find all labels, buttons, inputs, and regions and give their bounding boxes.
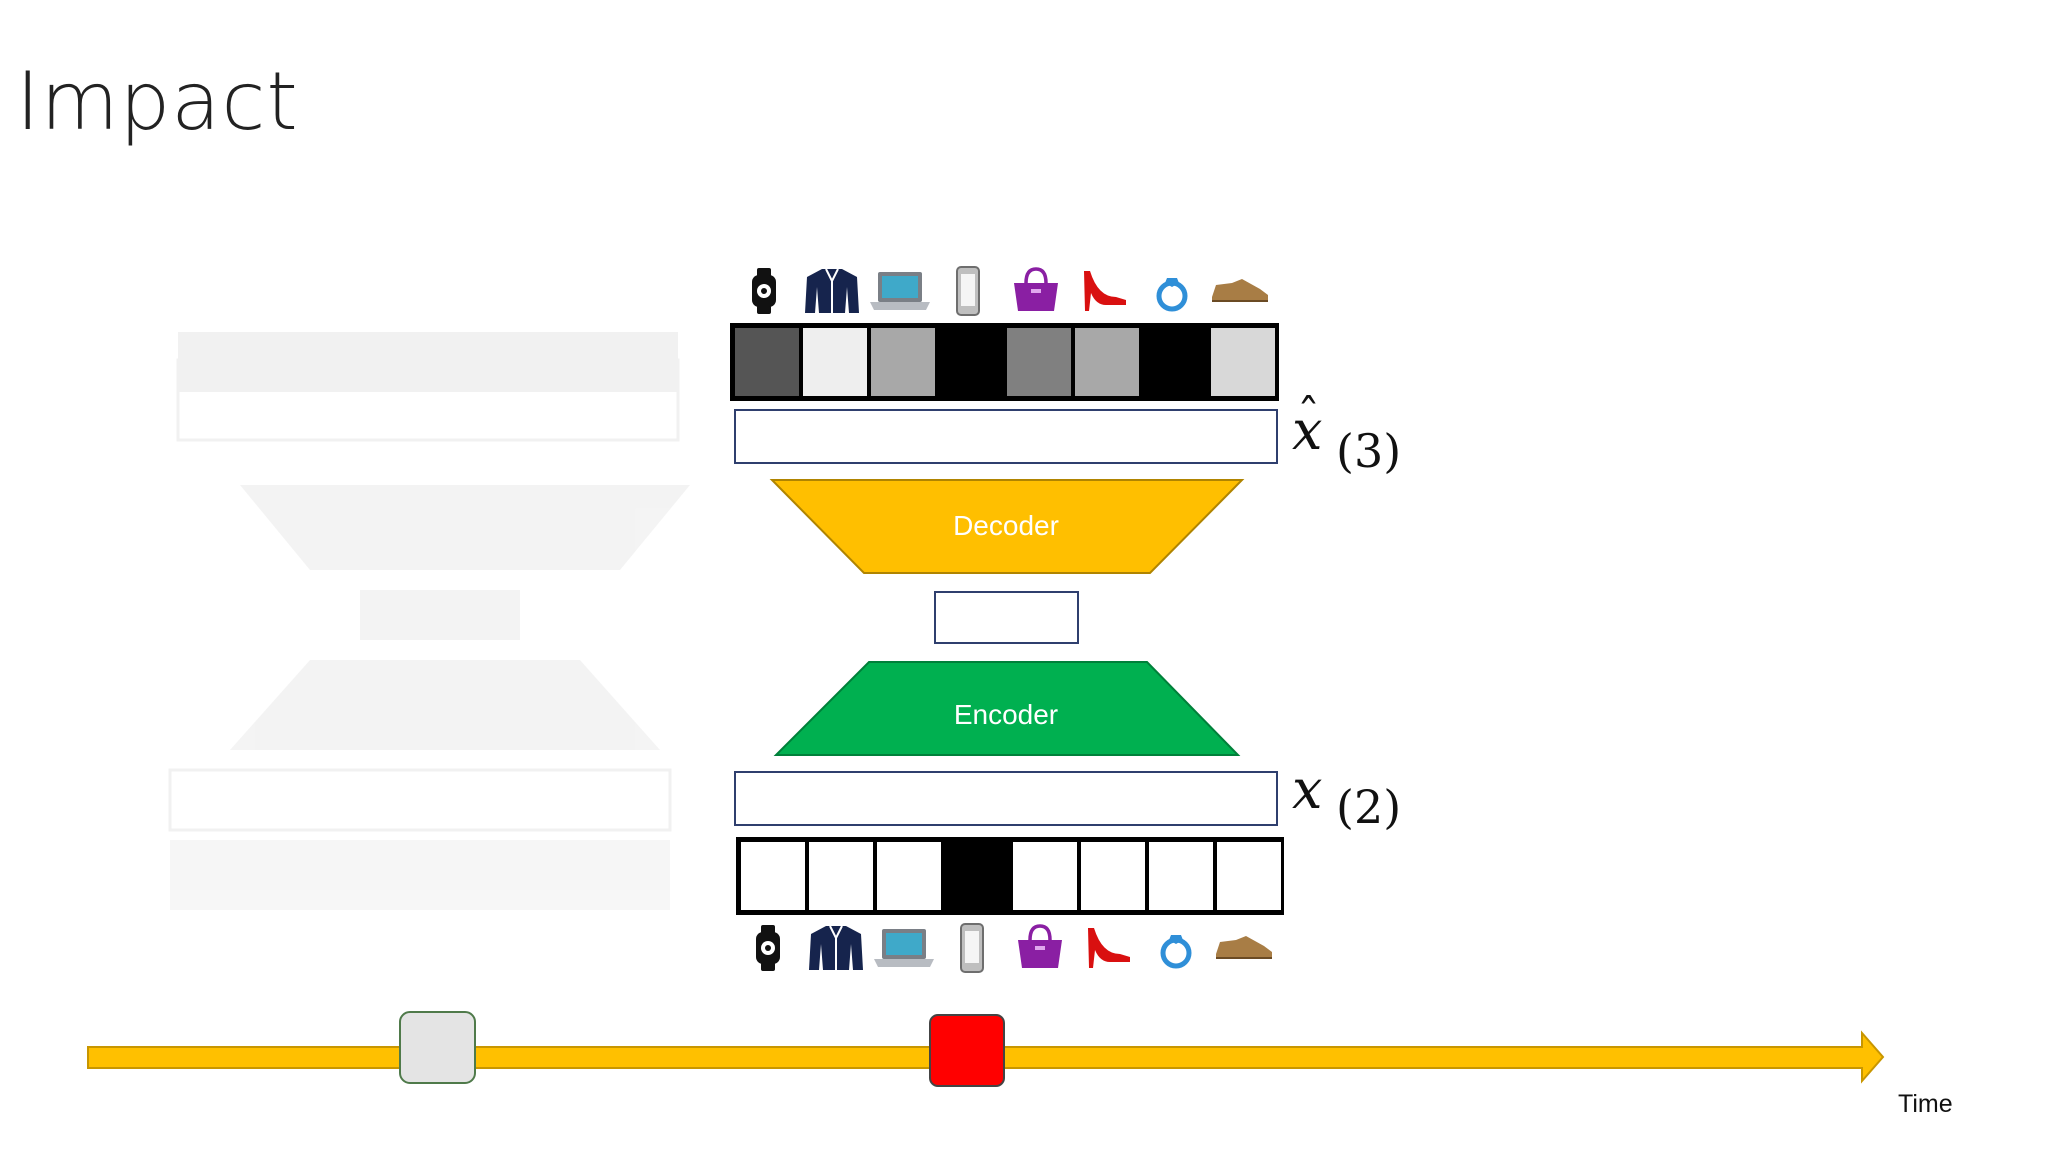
output-cell-5 xyxy=(1007,328,1071,396)
input-ring-icon xyxy=(1163,935,1189,966)
output-label: x xyxy=(1292,399,1322,462)
output-phone-icon xyxy=(956,266,980,316)
decoder-block xyxy=(769,479,1245,574)
input-cell-1 xyxy=(741,842,805,910)
encoder-label: Encoder xyxy=(954,699,1058,730)
output-cell-2 xyxy=(803,328,867,396)
input-label-subscript: (2) xyxy=(1336,780,1401,834)
faded-previous-diagram xyxy=(168,332,690,910)
input-vector-cells xyxy=(741,842,1281,910)
input-shoe-icon xyxy=(1215,935,1273,959)
input-laptop-icon xyxy=(874,929,934,967)
output-high-heel-icon xyxy=(1084,271,1126,311)
output-shoe-icon xyxy=(1211,278,1269,302)
slide-title: Impact xyxy=(16,55,299,148)
timeline: Time xyxy=(87,1011,1953,1118)
input-bar xyxy=(734,771,1278,826)
input-high-heel-icon xyxy=(1088,928,1130,968)
latent-code-box xyxy=(934,591,1079,644)
input-phone-icon xyxy=(960,923,984,973)
input-watch-icon xyxy=(756,925,780,971)
input-cell-7 xyxy=(1149,842,1213,910)
input-cell-6 xyxy=(1081,842,1145,910)
output-handbag-icon xyxy=(1012,267,1060,313)
previous-time-marker[interactable] xyxy=(399,1011,476,1084)
output-label-hat: ˆ xyxy=(1297,389,1320,443)
current-time-marker[interactable] xyxy=(929,1014,1005,1087)
encoder-block xyxy=(773,661,1241,756)
reconstruction-bar xyxy=(734,409,1278,464)
output-cell-1 xyxy=(735,328,799,396)
output-cell-8 xyxy=(1211,328,1275,396)
output-cell-4 xyxy=(939,328,1003,396)
output-cell-7 xyxy=(1143,328,1207,396)
output-label-subscript: (3) xyxy=(1336,424,1401,478)
input-handbag-icon xyxy=(1016,924,1064,970)
input-cell-3 xyxy=(877,842,941,910)
input-cell-4 xyxy=(945,842,1009,910)
output-ring-icon xyxy=(1159,278,1185,309)
input-cell-8 xyxy=(1217,842,1281,910)
output-cell-3 xyxy=(871,328,935,396)
output-cell-6 xyxy=(1075,328,1139,396)
input-cell-2 xyxy=(809,842,873,910)
input-item-icons xyxy=(756,923,1273,973)
output-laptop-icon xyxy=(870,272,930,310)
time-label: Time xyxy=(1898,1090,1953,1118)
decoder-label: Decoder xyxy=(953,510,1059,541)
output-vector-cells xyxy=(735,328,1275,396)
output-jacket-icon xyxy=(804,268,860,314)
output-watch-icon xyxy=(752,268,776,314)
input-jacket-icon xyxy=(808,925,864,971)
output-item-icons xyxy=(752,266,1269,316)
input-cell-5 xyxy=(1013,842,1077,910)
input-label: x xyxy=(1292,758,1322,821)
